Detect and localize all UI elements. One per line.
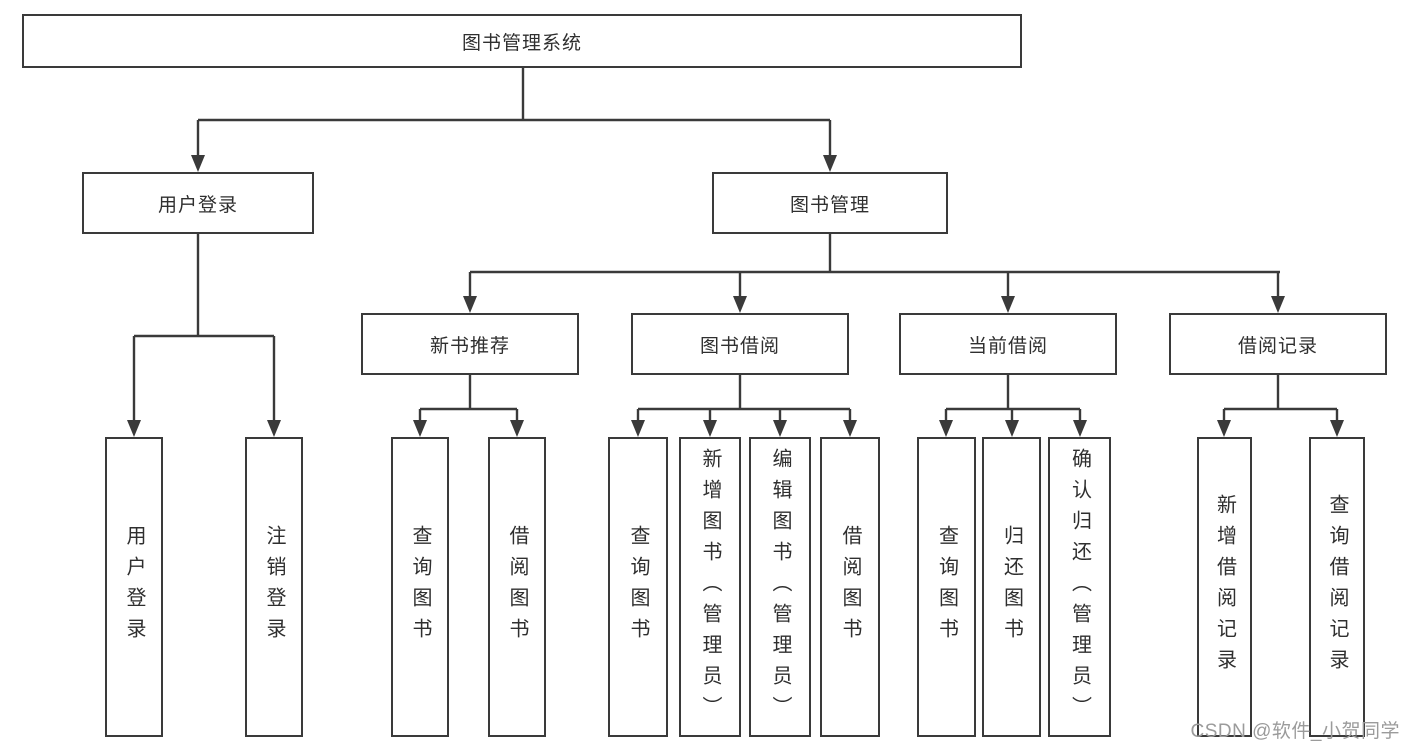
leaf-user-login: 用户登录: [105, 437, 163, 737]
node-label: 新增借阅记录: [1213, 494, 1236, 680]
leaf-add-books-admin: 新增图书（管理员）: [679, 437, 741, 737]
leaf-return-books: 归还图书: [982, 437, 1041, 737]
node-current-borrowing: 当前借阅: [899, 313, 1117, 375]
leaf-borrow-books-recommend: 借阅图书: [488, 437, 546, 737]
node-label: 新书推荐: [429, 335, 510, 357]
node-label: 用户登录: [157, 194, 238, 216]
node-label: 借阅图书: [506, 525, 528, 649]
node-label: 注销登录: [263, 525, 285, 649]
leaf-query-books-borrowing: 查询图书: [608, 437, 668, 737]
node-label: 借阅图书: [839, 525, 861, 649]
leaf-confirm-return-admin: 确认归还（管理员）: [1048, 437, 1111, 737]
node-label: 确认归还（管理员）: [1068, 447, 1091, 727]
connector-elbow-lines: [132, 68, 1339, 423]
node-label: 归还图书: [1000, 525, 1023, 649]
node-label: 编辑图书（管理员）: [769, 447, 791, 727]
node-label: 查询图书: [627, 525, 649, 649]
arrowhead-down-icons: [127, 155, 1344, 437]
node-label: 查询图书: [409, 525, 431, 649]
node-root-system: 图书管理系统: [22, 14, 1022, 68]
node-label: 图书借阅: [699, 335, 780, 357]
node-label: 查询借阅记录: [1326, 494, 1348, 680]
leaf-query-books-current: 查询图书: [917, 437, 976, 737]
leaf-edit-books-admin: 编辑图书（管理员）: [749, 437, 811, 737]
node-label: 图书管理系统: [461, 32, 582, 54]
node-user-login: 用户登录: [82, 172, 314, 234]
node-label: 查询图书: [935, 525, 958, 649]
csdn-watermark: CSDN @软件_小贺同学: [1190, 721, 1400, 742]
node-borrowing-records: 借阅记录: [1169, 313, 1387, 375]
leaf-borrow-books: 借阅图书: [820, 437, 880, 737]
node-label: 图书管理: [789, 194, 870, 216]
leaf-add-borrow-record: 新增借阅记录: [1197, 437, 1252, 737]
node-label: 新增图书（管理员）: [699, 447, 721, 727]
leaf-query-borrow-record: 查询借阅记录: [1309, 437, 1365, 737]
node-label: 借阅记录: [1237, 335, 1318, 357]
node-book-management: 图书管理: [712, 172, 948, 234]
leaf-logout: 注销登录: [245, 437, 303, 737]
node-book-borrowing: 图书借阅: [631, 313, 849, 375]
node-new-book-recommend: 新书推荐: [361, 313, 579, 375]
node-label: 当前借阅: [967, 335, 1048, 357]
node-label: 用户登录: [123, 525, 145, 649]
leaf-query-books-recommend: 查询图书: [391, 437, 449, 737]
